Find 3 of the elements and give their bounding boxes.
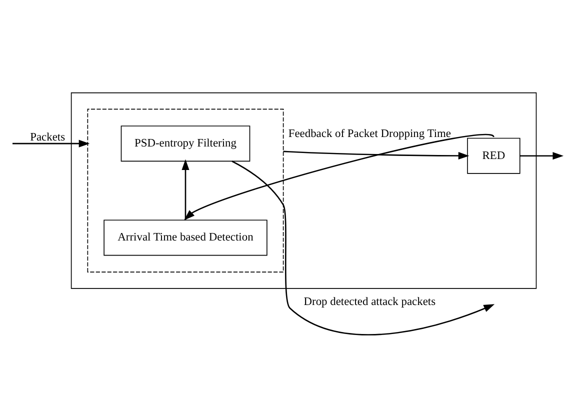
edge-label: Packets <box>30 130 66 143</box>
edge-label: Feedback of Packet Dropping Time <box>288 128 451 140</box>
edge-label: Drop detected attack packets <box>304 295 436 308</box>
